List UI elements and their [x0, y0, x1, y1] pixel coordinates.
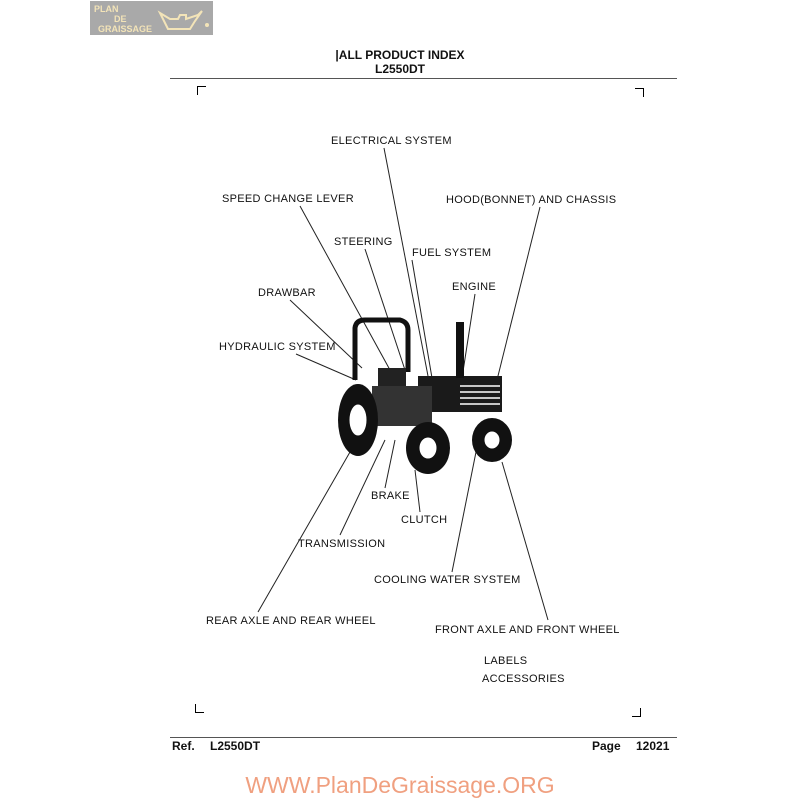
label-rear-axle[interactable]: REAR AXLE AND REAR WHEEL	[206, 615, 376, 627]
logo-text: GRAISSAGE	[98, 24, 153, 34]
plan-de-graissage-logo: PLAN DE GRAISSAGE	[90, 1, 213, 35]
tractor-illustration	[338, 317, 512, 474]
label-speed-change-lever[interactable]: SPEED CHANGE LEVER	[222, 193, 354, 205]
header-divider	[170, 78, 677, 79]
page-number: 12021	[636, 739, 670, 753]
label-cooling-water-system[interactable]: COOLING WATER SYSTEM	[374, 574, 521, 586]
label-electrical-system[interactable]: ELECTRICAL SYSTEM	[331, 135, 452, 147]
oil-can-icon	[157, 10, 209, 30]
page-label: Page	[592, 739, 621, 753]
label-steering[interactable]: STEERING	[334, 236, 393, 248]
label-hydraulic-system[interactable]: HYDRAULIC SYSTEM	[219, 341, 336, 353]
label-transmission[interactable]: TRANSMISSION	[298, 538, 386, 550]
logo-text: PLAN	[94, 4, 119, 14]
label-drawbar[interactable]: DRAWBAR	[258, 287, 316, 299]
page-title: |ALL PRODUCT INDEX	[335, 48, 465, 62]
label-fuel-system[interactable]: FUEL SYSTEM	[412, 247, 492, 259]
label-labels[interactable]: LABELS	[484, 655, 528, 667]
crop-mark	[195, 704, 204, 713]
watermark-url: WWW.PlanDeGraissage.ORG	[245, 772, 555, 798]
crop-mark	[197, 86, 206, 95]
model-title: L2550DT	[374, 62, 426, 76]
crop-mark	[632, 708, 641, 717]
label-front-axle[interactable]: FRONT AXLE AND FRONT WHEEL	[435, 624, 620, 636]
leader-lines	[257, 147, 549, 621]
crop-mark	[635, 88, 644, 97]
label-hood-and-chassis[interactable]: HOOD(BONNET) AND CHASSIS	[446, 194, 617, 206]
label-accessories[interactable]: ACCESSORIES	[482, 673, 565, 685]
ref-value: L2550DT	[210, 739, 261, 753]
footer-divider	[170, 737, 677, 738]
label-brake[interactable]: BRAKE	[371, 490, 410, 502]
ref-label: Ref.	[172, 739, 195, 753]
label-engine[interactable]: ENGINE	[452, 281, 496, 293]
label-clutch[interactable]: CLUTCH	[401, 514, 448, 526]
logo-text: DE	[114, 14, 127, 24]
